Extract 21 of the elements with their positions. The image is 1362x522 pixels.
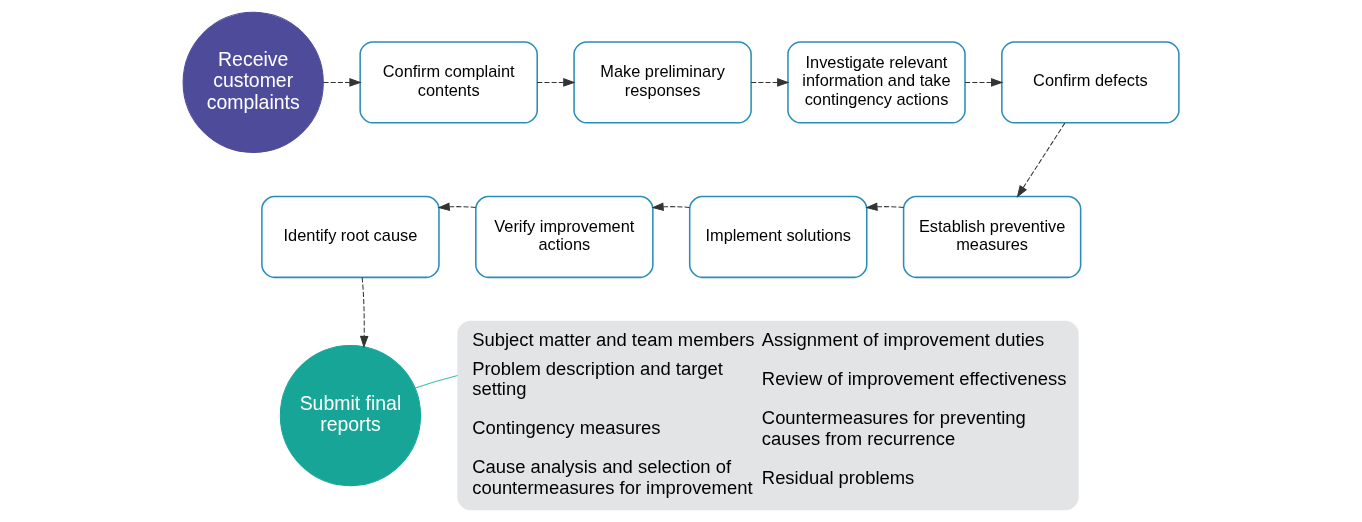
arrow [651, 202, 691, 212]
node-box: Establish preventive measures [902, 195, 1082, 279]
arrow [865, 202, 905, 212]
arrow [322, 78, 362, 87]
arrow [536, 78, 576, 87]
node-box: Confirm defects [1001, 41, 1180, 124]
arrow [1016, 122, 1066, 198]
arrow [359, 277, 369, 349]
node-box: Confirm complaint contents [359, 41, 538, 124]
node-box: Make preliminary responses [573, 41, 752, 124]
arrow [964, 78, 1004, 87]
node-box: Subject matter and team members Assignment of improvement duties Problem description and target setting Review of improvement effectiveness Contingency measures Countermeasures for preventing causes from recurrence Cause analysis and selection of countermeasures for improvement Residual problems [457, 320, 1079, 511]
node-box: Implement solutions [688, 195, 868, 279]
connector [414, 374, 459, 389]
arrow [750, 78, 790, 87]
node-box: Investigate relevant information and take contingency actions [787, 41, 966, 124]
node-circle: Submit final reports [279, 344, 422, 487]
node-box: Identify root cause [261, 195, 440, 279]
arrow [437, 202, 477, 212]
node-circle: Receive customer complaints [182, 11, 324, 153]
node-box: Verify improvement actions [475, 195, 654, 279]
